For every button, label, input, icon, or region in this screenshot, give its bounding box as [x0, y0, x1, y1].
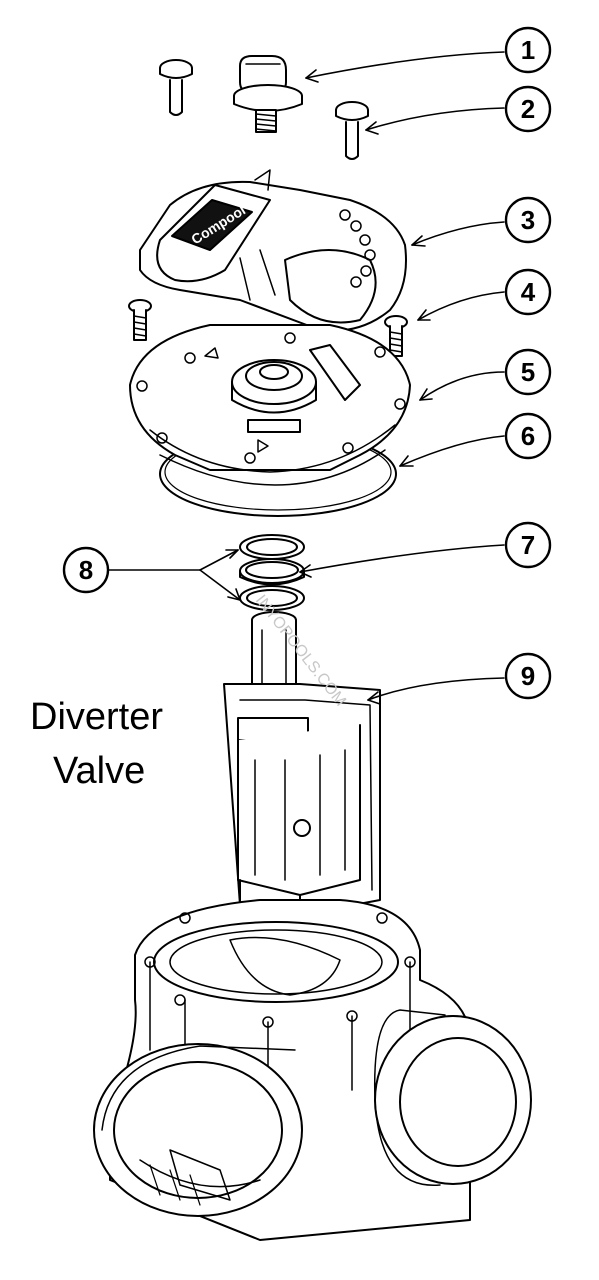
part-1-handle-knob	[233, 55, 303, 133]
callout-2: 2	[504, 85, 552, 133]
title-line-2: Valve	[53, 750, 146, 792]
part-2-screw-right	[335, 101, 369, 160]
part-8-o-ring-top	[239, 534, 305, 560]
callout-5: 5	[504, 348, 552, 396]
callout-9-label: 9	[521, 661, 535, 691]
leader-lines	[107, 51, 505, 705]
title-line-1: Diverter	[30, 696, 164, 738]
callout-8-label: 8	[79, 555, 93, 585]
callout-3: 3	[504, 196, 552, 244]
callout-9: 9	[504, 652, 552, 700]
part-2-screw-left	[159, 59, 193, 116]
indicator-holes	[339, 209, 376, 288]
callout-4: 4	[504, 268, 552, 316]
callout-4-label: 4	[521, 277, 536, 307]
logo-plate: Compool	[171, 199, 253, 251]
callout-1-label: 1	[521, 35, 535, 65]
callout-6-label: 6	[521, 421, 535, 451]
callout-8: 8	[62, 546, 110, 594]
part-5-lid-plate	[129, 324, 411, 486]
callout-1: 1	[504, 26, 552, 74]
valve-body	[93, 899, 532, 1241]
part-3-top-cover: Compool	[139, 169, 407, 332]
callout-2-label: 2	[521, 94, 535, 124]
callout-7: 7	[504, 521, 552, 569]
callout-7-label: 7	[521, 530, 535, 560]
callout-3-label: 3	[521, 205, 535, 235]
part-7-seal-ring	[239, 558, 305, 586]
part-9-diverter-gate	[223, 611, 381, 948]
callout-6: 6	[504, 412, 552, 460]
callout-5-label: 5	[521, 357, 535, 387]
